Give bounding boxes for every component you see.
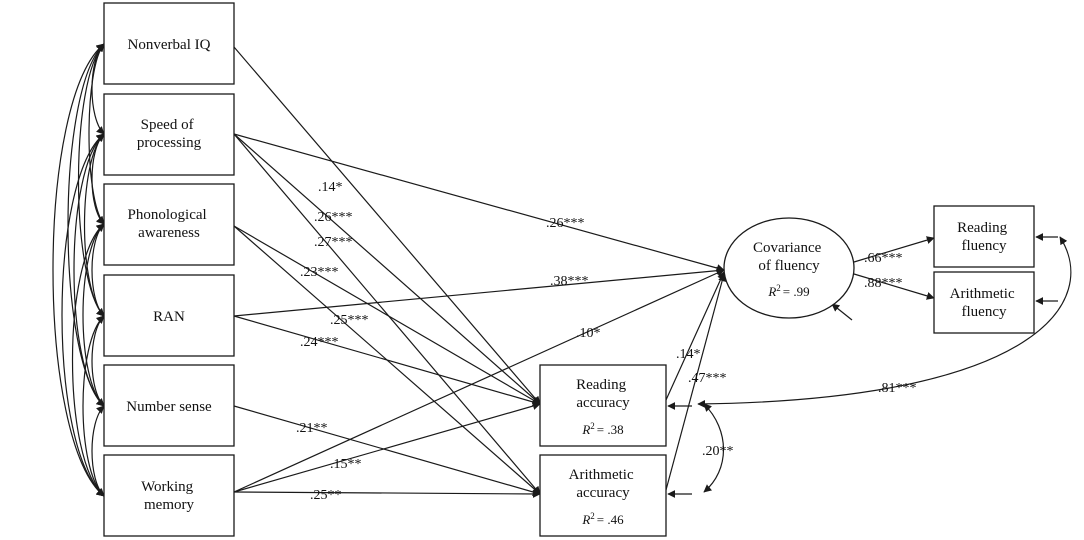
path-ran-cov (233, 266, 725, 317)
coefficient-labels: .14* .26*** .27*** .26*** .23*** .25*** … (296, 180, 917, 503)
path-arrows (233, 46, 1072, 498)
svg-text:Working memory: Working memory (141, 479, 197, 513)
svg-text:Phonological awareness: Phonological awareness (128, 207, 211, 241)
path-sop-ra (233, 133, 541, 405)
predictor-covariance-arcs (52, 43, 105, 497)
path-wm-aa (233, 489, 541, 498)
outcome-arithmetic-accuracy: Arithmetic accuracy R2= .46 (539, 454, 667, 537)
coef-cov-rf: .66*** (864, 251, 903, 266)
predictor-working-memory: Working memory (103, 454, 235, 537)
coef-sop-cov: .26*** (546, 216, 585, 231)
working-memory-label-1: Working (141, 479, 194, 495)
ran-label: RAN (153, 309, 185, 325)
coef-wm-cov: .10* (576, 326, 601, 341)
coef-sop-aa: .26*** (314, 210, 353, 225)
number-sense-label: Number sense (126, 399, 212, 415)
working-memory-label-2: memory (144, 497, 194, 513)
arithmetic-fluency-label-2: fluency (962, 304, 1007, 320)
phonological-awareness-label-2: awareness (138, 225, 200, 241)
svg-text:Arithmetic fluency: Arithmetic fluency (950, 286, 1019, 320)
predictor-number-sense: Number sense (103, 364, 235, 447)
arithmetic-accuracy-r2: R2= .46 (581, 511, 624, 527)
coef-wm-ra: .15** (330, 457, 362, 472)
svg-text:Speed of processing: Speed of processing (137, 117, 202, 151)
path-wm-cov (233, 269, 725, 493)
reading-accuracy-label-1: Reading (576, 377, 626, 393)
covariance-label-2: of fluency (758, 258, 820, 274)
svg-text:Covariance of fluency: Covariance of fluency (753, 240, 825, 274)
path-ns-aa (233, 405, 541, 496)
outcome-reading-accuracy: Reading accuracy R2= .38 (539, 364, 667, 447)
coef-ran-cov: .38*** (550, 274, 589, 289)
residual-cov (831, 303, 853, 321)
nonverbal-iq-label: Nonverbal IQ (128, 37, 211, 53)
arithmetic-fluency-label-1: Arithmetic (950, 286, 1015, 302)
path-sop-cov (233, 133, 725, 272)
predictor-phonological-awareness: Phonological awareness (103, 183, 235, 266)
predictor-speed-of-processing: Speed of processing (103, 93, 235, 176)
phonological-awareness-label-1: Phonological (128, 207, 207, 223)
coef-ra-aa-corr: .20** (702, 444, 734, 459)
coef-rf-ra-corr: .81*** (878, 381, 917, 396)
outcome-arithmetic-fluency: Arithmetic fluency (933, 271, 1035, 334)
arithmetic-accuracy-label-1: Arithmetic (569, 467, 634, 483)
corr-rf-ra (697, 236, 1072, 408)
svg-text:RAN: RAN (153, 309, 185, 325)
outcome-covariance-of-fluency: Covariance of fluency R2= .99 (723, 217, 855, 319)
reading-fluency-label-2: fluency (962, 238, 1007, 254)
coef-sop-ra: .27*** (314, 235, 353, 250)
svg-text:Arithmetic accuracy: Arithmetic accuracy (569, 467, 638, 501)
path-wm-ra (233, 402, 541, 493)
reading-fluency-label-1: Reading (957, 220, 1007, 236)
coef-ra-cov: .14* (676, 347, 701, 362)
speed-of-processing-label-2: processing (137, 135, 202, 151)
coef-pa-ra: .23*** (300, 265, 339, 280)
reading-accuracy-r2: R2= .38 (581, 421, 623, 437)
coef-ran-ra: .24*** (300, 335, 339, 350)
coef-pa-aa: .25*** (330, 313, 369, 328)
coef-ns-aa: .21** (296, 421, 328, 436)
coef-cov-af: .88*** (864, 276, 903, 291)
path-ran-ra (233, 315, 541, 406)
path-sop-aa (233, 133, 541, 495)
svg-text:Number sense: Number sense (126, 399, 212, 415)
arithmetic-accuracy-label-2: accuracy (576, 485, 630, 501)
covariance-label-1: Covariance (753, 240, 822, 256)
speed-of-processing-label-1: Speed of (141, 117, 194, 133)
svg-text:Reading fluency: Reading fluency (957, 220, 1011, 254)
predictor-ran: RAN (103, 274, 235, 357)
coef-wm-aa: .25** (310, 488, 342, 503)
predictor-nonverbal-iq: Nonverbal IQ (103, 2, 235, 85)
svg-text:Reading accuracy: Reading accuracy (576, 377, 630, 411)
svg-text:Nonverbal IQ: Nonverbal IQ (128, 37, 211, 53)
coef-niq-ra: .14* (318, 180, 343, 195)
reading-accuracy-label-2: accuracy (576, 395, 630, 411)
path-niq-ra (233, 46, 541, 405)
covariance-r2: R2= .99 (767, 283, 809, 299)
path-pa-ra (233, 225, 541, 405)
coef-aa-cov: .47*** (688, 371, 727, 386)
outcome-reading-fluency: Reading fluency (933, 205, 1035, 268)
corr-ra-aa (703, 403, 724, 493)
